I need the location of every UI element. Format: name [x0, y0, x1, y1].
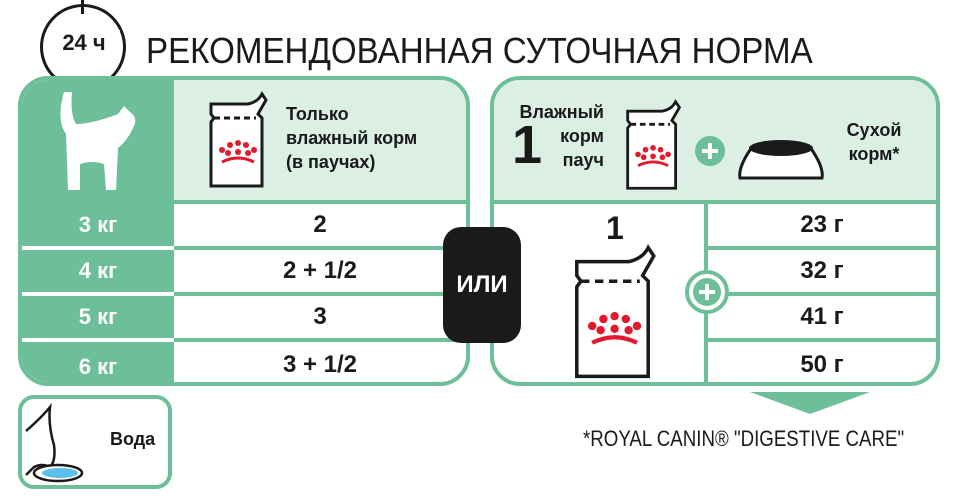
header-line: влажный корм — [286, 128, 418, 148]
weight-cell: 3 кг — [22, 204, 174, 250]
bowl-icon — [738, 140, 824, 180]
water-box: Вода — [18, 395, 172, 489]
amount-cell: 2 + 1/2 — [282, 257, 358, 284]
header-line: Только — [286, 104, 349, 124]
weight-cell: 5 кг — [22, 296, 174, 342]
mixed-header: 1 Влажный корм пауч Сухой корм* — [494, 80, 936, 204]
dry-amount-row: 23 г — [708, 204, 936, 250]
cat-icon — [60, 92, 136, 190]
dry-amount-row: 50 г — [800, 351, 844, 378]
dry-line: корм* — [848, 144, 900, 164]
table-row: 4 кг 2 + 1/2 — [22, 250, 466, 296]
table-row: 5 кг 3 — [22, 296, 466, 342]
page-title: РЕКОМЕНДОВАННАЯ СУТОЧНАЯ НОРМА — [146, 30, 813, 71]
water-label: Вода — [110, 429, 156, 449]
pouch-icon — [626, 98, 682, 190]
table-row: 6 кг 3 + 1/2 — [22, 342, 466, 382]
weight-cell: 4 кг — [22, 250, 174, 296]
dry-amount-row: 41 г — [708, 296, 936, 342]
wet-line: корм — [560, 126, 604, 146]
wet-line: Влажный — [519, 102, 604, 122]
mixed-feeding-table: 1 Влажный корм пауч Сухой корм* 1 — [490, 76, 940, 386]
weight-cell: 6 кг — [78, 354, 118, 379]
amount-cell: 2 — [313, 211, 327, 238]
or-badge: ИЛИ — [443, 227, 521, 343]
wet-line: пауч — [562, 150, 604, 170]
pouch-icon — [209, 91, 268, 188]
amount-cell: 3 + 1/2 — [282, 351, 358, 378]
pouch-count: 1 — [606, 210, 624, 246]
table-row: 3 кг 2 — [22, 204, 466, 250]
clock-tick — [81, 0, 84, 14]
pouch-icon — [575, 244, 656, 379]
amount-cell: 3 — [313, 303, 327, 330]
header-line: (в паучах) — [286, 152, 376, 172]
wet-only-table: Только влажный корм (в паучах) 3 кг 2 4 к… — [18, 76, 470, 386]
cat-drinking-icon — [25, 403, 84, 483]
dry-line: Сухой — [846, 120, 902, 140]
clock-label: 24 ч — [48, 30, 120, 56]
footnote: *ROYAL CANIN® "DIGESTIVE CARE" — [583, 426, 905, 451]
dry-amount-row: 32 г — [708, 250, 936, 296]
wet-only-header: Только влажный корм (в паучах) — [174, 80, 466, 204]
plus-icon — [685, 270, 729, 314]
wet-number: 1 — [512, 115, 543, 175]
arrow-down-icon — [750, 392, 870, 414]
plus-icon — [695, 136, 725, 166]
